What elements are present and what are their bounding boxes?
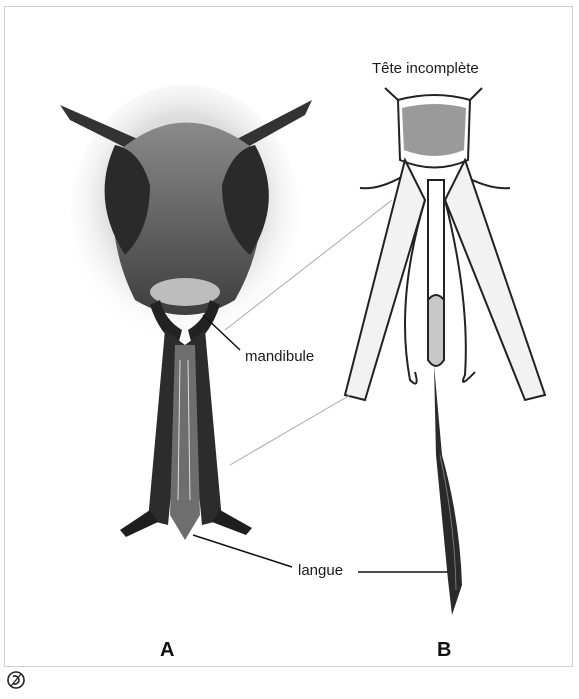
panel-label-b: B [437,639,451,662]
label-head-title: Tête incomplète [372,60,479,77]
copyleft-icon [6,670,26,690]
mouthparts-drawing-b [345,88,545,615]
label-mandible: mandibule [245,348,314,365]
panel-label-a: A [160,639,174,662]
bee-head-drawing-a [60,85,312,540]
label-tongue: langue [298,562,343,579]
